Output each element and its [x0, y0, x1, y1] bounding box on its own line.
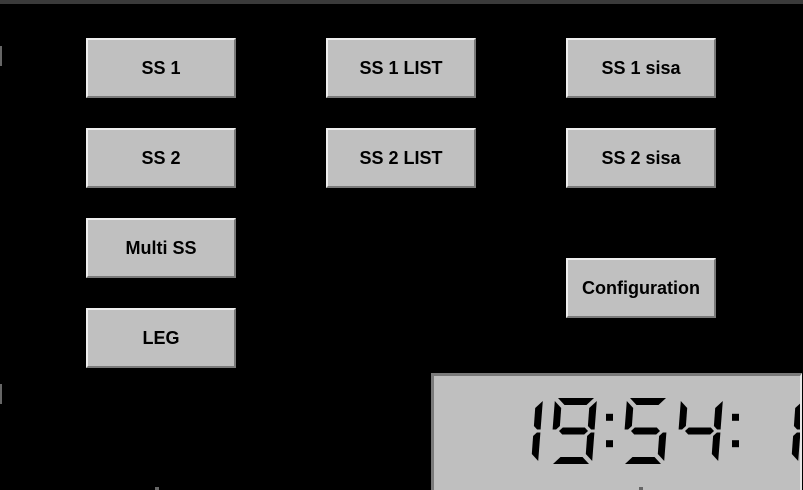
- ss1-button[interactable]: SS 1: [86, 38, 236, 98]
- clock-colon-dot: [606, 440, 613, 448]
- digital-clock: [431, 373, 802, 490]
- clock-segment: [711, 432, 721, 461]
- clock-segment: [585, 432, 595, 461]
- ss1-list-button[interactable]: SS 1 LIST: [326, 38, 476, 98]
- clock-segment: [553, 457, 589, 464]
- clock-segment: [793, 403, 800, 430]
- clock-segment: [558, 398, 594, 405]
- clock-segment: [625, 457, 661, 464]
- clock-segment: [685, 427, 714, 435]
- clock-segment: [713, 401, 723, 430]
- ss2-sisa-button[interactable]: SS 2 sisa: [566, 128, 716, 188]
- ss2-list-button[interactable]: SS 2 LIST: [326, 128, 476, 188]
- clock-segment: [531, 432, 541, 461]
- clock-segment: [587, 401, 597, 430]
- edge-marker: [0, 46, 2, 66]
- clock-segment: [559, 427, 588, 435]
- clock-segment: [678, 401, 688, 430]
- clock-segment: [631, 427, 660, 435]
- ss1-sisa-button[interactable]: SS 1 sisa: [566, 38, 716, 98]
- clock-segment: [552, 401, 562, 430]
- clock-colon-dot: [732, 440, 739, 448]
- clock-colon-dot: [606, 413, 613, 421]
- ss2-button[interactable]: SS 2: [86, 128, 236, 188]
- clock-segment: [630, 398, 666, 405]
- clock-segment: [791, 432, 800, 461]
- clock-time-display: [531, 398, 800, 464]
- leg-button[interactable]: LEG: [86, 308, 236, 368]
- clock-segment: [533, 401, 543, 430]
- clock-segment: [624, 401, 634, 430]
- edge-marker: [0, 384, 2, 404]
- clock-segment: [657, 432, 667, 461]
- configuration-button[interactable]: Configuration: [566, 258, 716, 318]
- multi-ss-button[interactable]: Multi SS: [86, 218, 236, 278]
- clock-colon-dot: [732, 413, 739, 421]
